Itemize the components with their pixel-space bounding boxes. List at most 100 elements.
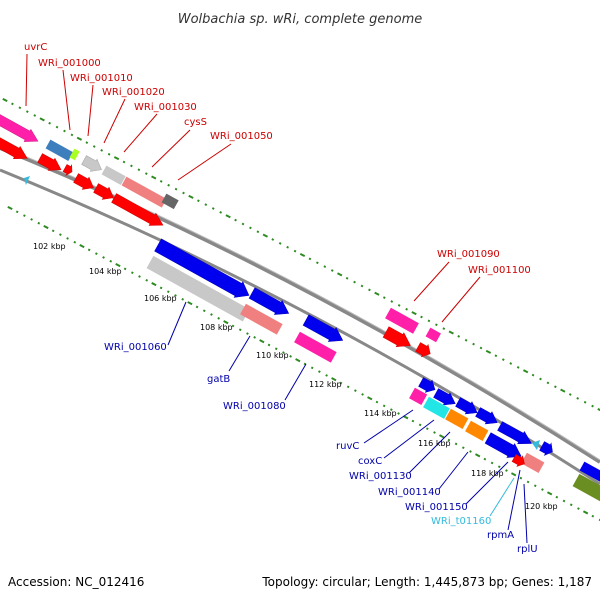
scale-label: 116 kbp — [418, 439, 451, 448]
tick-mark — [576, 397, 580, 400]
tick-mark — [76, 136, 83, 141]
gene-label-WRi_001020: WRi_001020 — [102, 87, 165, 98]
tick-mark — [420, 315, 423, 319]
gene-WRi_001080 — [294, 331, 337, 363]
tick-mark — [159, 286, 163, 290]
tick-mark — [107, 152, 111, 156]
tick-mark — [48, 121, 51, 125]
tick-mark — [274, 347, 278, 351]
tick-mark — [483, 457, 487, 461]
gene-features — [0, 113, 600, 506]
tick-mark — [249, 226, 252, 230]
tick-mark — [7, 205, 13, 211]
leader-line — [438, 451, 469, 490]
gene-uvrC — [0, 113, 39, 142]
tick-mark — [346, 385, 350, 389]
leader-line — [25, 53, 28, 107]
tick-mark — [390, 300, 394, 303]
leader-line — [62, 69, 71, 131]
tick-mark — [289, 355, 292, 358]
tick-mark — [318, 370, 321, 373]
tick-mark — [197, 199, 200, 203]
leader-line — [408, 431, 451, 474]
tick-mark — [130, 271, 134, 275]
tick-mark — [469, 450, 472, 453]
tick-mark — [66, 237, 69, 240]
tick-mark — [195, 305, 199, 309]
gene-label-WRi_001050: WRi_001050 — [210, 131, 273, 142]
gene-label-gatB: gatB — [207, 374, 230, 385]
gene-rplU — [521, 452, 545, 473]
tick-mark — [505, 469, 508, 472]
cds-feature-blue — [579, 461, 600, 485]
tick-mark — [2, 97, 8, 103]
tick-mark — [144, 172, 148, 175]
tick-mark — [286, 245, 289, 249]
tick-mark — [439, 434, 445, 439]
leader-line — [284, 363, 307, 401]
gene-label-WRi_001100: WRi_001100 — [468, 265, 531, 276]
tick-mark — [151, 282, 157, 287]
leader-line — [103, 98, 126, 144]
gene-label-rplU: rplU — [517, 544, 538, 555]
cds-feature — [382, 326, 411, 348]
tick-mark — [526, 480, 530, 484]
cds-feature — [248, 287, 290, 315]
tick-mark — [331, 377, 337, 382]
tick-mark — [583, 400, 587, 404]
tick-mark — [202, 309, 206, 313]
backbone-highlight — [0, 145, 600, 461]
tick-mark — [591, 404, 594, 408]
tick-mark — [102, 256, 105, 259]
tick-mark — [33, 114, 37, 117]
gene-WRi_001140 — [465, 420, 489, 441]
gene-label-WRi_t01160: WRi_t01160 — [431, 516, 491, 527]
tick-mark — [87, 248, 91, 252]
tick-mark — [79, 243, 85, 249]
tick-mark — [475, 453, 481, 458]
gene-label-WRi_001090: WRi_001090 — [437, 249, 500, 260]
tick-mark — [397, 304, 401, 307]
tick-mark — [70, 133, 74, 137]
tick-mark — [510, 472, 517, 477]
tick-mark — [464, 338, 468, 342]
gene-label-WRi_001130: WRi_001130 — [349, 471, 412, 482]
tick-mark — [308, 257, 312, 261]
tick-mark — [555, 495, 559, 499]
gene-WRi_001050 — [161, 193, 179, 210]
tick-mark — [433, 431, 436, 434]
scale-label: 104 kbp — [89, 267, 122, 276]
tick-mark — [223, 320, 229, 325]
tick-mark — [582, 510, 589, 515]
scale-label: 120 kbp — [525, 502, 558, 511]
tick-mark — [166, 290, 170, 294]
tick-mark — [560, 388, 566, 393]
tick-mark — [397, 412, 400, 415]
tick-mark — [472, 342, 475, 346]
tick-mark — [448, 330, 454, 335]
scale-label: 110 kbp — [256, 351, 289, 360]
tick-mark — [182, 191, 185, 195]
tick-mark — [494, 354, 498, 358]
leader-line — [123, 113, 158, 153]
tick-mark — [253, 336, 256, 339]
cds-feature — [93, 183, 114, 200]
tick-mark — [51, 229, 55, 233]
tick-mark — [490, 461, 494, 465]
gene-label-WRi_001000: WRi_001000 — [38, 58, 101, 69]
tick-mark — [418, 423, 422, 427]
leader-line — [228, 335, 251, 372]
tick-mark — [151, 175, 157, 180]
tick-mark — [323, 265, 327, 268]
tick-mark — [238, 328, 242, 332]
tick-row-outer — [2, 97, 600, 413]
cds-feature — [415, 342, 431, 358]
leader-line — [489, 477, 515, 517]
tick-mark — [425, 427, 429, 431]
gene-labels: uvrCWRi_001000WRi_001010WRi_001020WRi_00… — [24, 42, 538, 555]
tick-mark — [174, 294, 177, 297]
tick-mark — [546, 381, 550, 385]
tick-mark — [447, 438, 451, 442]
tick-mark — [519, 476, 523, 480]
